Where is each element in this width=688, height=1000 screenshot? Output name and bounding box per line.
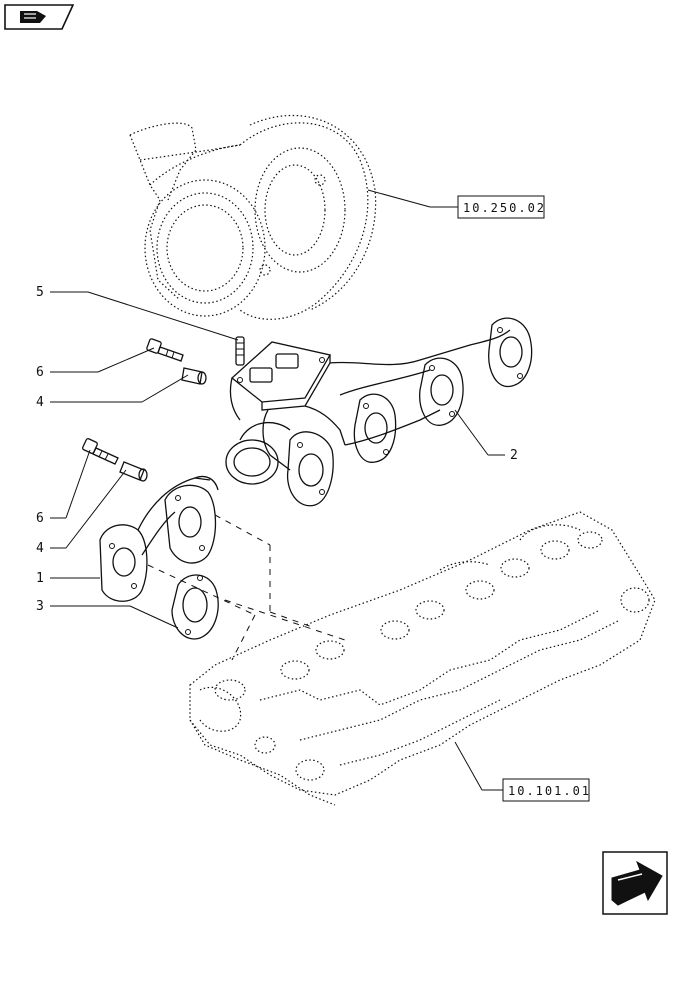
exhaust-manifold-part (225, 317, 533, 507)
screw-upper-part (146, 338, 184, 362)
turbocharger-leader (367, 189, 431, 208)
leader-4b-b (65, 469, 127, 549)
callout-2[interactable]: 2 (510, 448, 518, 463)
previous-page-arrow-icon[interactable] (602, 851, 668, 915)
turbocharger-ref-label[interactable]: 10.250.02 (463, 201, 546, 215)
alignment-lines (147, 514, 346, 661)
book-hand-icon[interactable] (4, 4, 75, 30)
turbocharger-ref-box[interactable] (457, 195, 545, 219)
callout-6-upper[interactable]: 6 (36, 365, 44, 380)
gasket-part (171, 574, 219, 640)
leader-4a-b (141, 374, 189, 403)
cylinder-head-outline (189, 511, 656, 806)
book-hand-icon-graphic (4, 4, 75, 30)
elbow-pipe-part (99, 475, 219, 602)
callout-1[interactable]: 1 (36, 571, 44, 586)
callout-4-upper[interactable]: 4 (36, 395, 44, 410)
cylinder-head-ref-box[interactable] (502, 778, 590, 802)
callout-5[interactable]: 5 (36, 285, 44, 300)
stud-part (235, 336, 245, 366)
cylinder-head-ref-label[interactable]: 10.101.01 (508, 784, 591, 798)
cylinder-head-leader (454, 741, 483, 791)
leader-3b (129, 605, 179, 629)
screw-lower-part (82, 438, 119, 465)
turbocharger-outline (129, 114, 377, 320)
leader-2a (454, 409, 489, 456)
callout-6-lower[interactable]: 6 (36, 511, 44, 526)
callout-3[interactable]: 3 (36, 599, 44, 614)
spacer-upper-part (181, 367, 207, 385)
leader-6b-b (65, 449, 91, 519)
spacer-lower-part (119, 461, 148, 482)
leader-6a-b (97, 347, 155, 373)
callout-4-lower[interactable]: 4 (36, 541, 44, 556)
leader-5b (87, 291, 239, 341)
